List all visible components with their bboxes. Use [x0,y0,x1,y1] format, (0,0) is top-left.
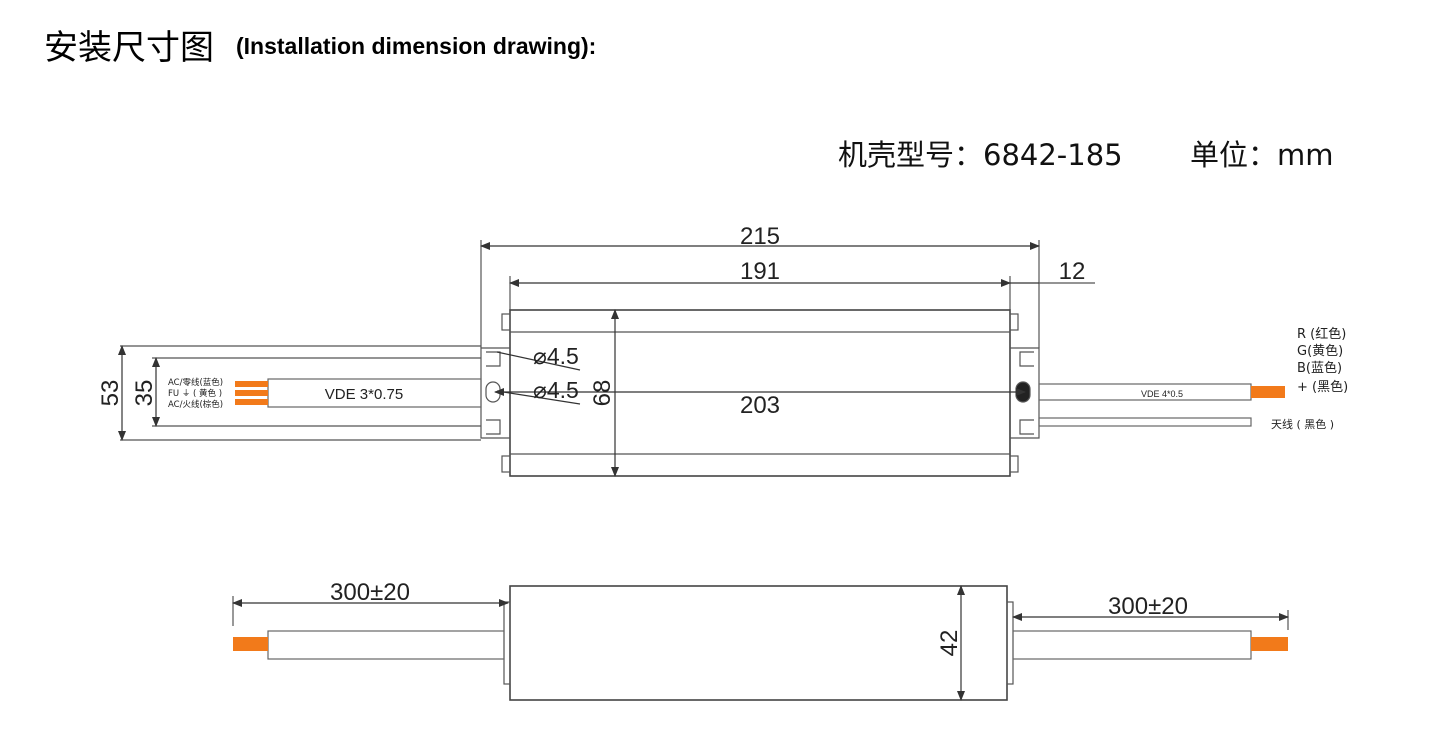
input-wire-neutral: AC/零线(蓝色) [168,377,223,388]
dim-thickness: 42 [936,630,963,657]
output-wire-plus: + (黑色) [1297,379,1348,395]
output-wire-r: R (红色) [1297,326,1346,342]
output-cable-label: VDE 4*0.5 [1141,389,1183,399]
hole-diameter-2: ⌀4.5 [533,377,579,403]
dim-overall-length: 215 [740,223,780,250]
dim-h53: 53 [97,380,124,407]
page-title-en: (Installation dimension drawing): [236,33,597,59]
unit-label: 单位：mm [1190,138,1334,172]
model-label: 机壳型号：6842-185 [838,138,1123,172]
lead-length-left: 300±20 [330,579,410,606]
dim-body-height: 68 [589,380,616,407]
output-wire-g: G(黄色) [1297,343,1343,359]
dim-body-length: 191 [740,258,780,285]
input-wire-live: AC/火线(棕色) [168,399,223,410]
dim-hole-distance: 203 [740,392,780,419]
input-cable-label: VDE 3*0.75 [325,386,403,403]
output-wire-b: B(蓝色) [1297,360,1342,376]
dim-tab-width: 12 [1059,258,1086,285]
top-view [118,240,1285,477]
antenna-label: 天线 ( 黑色 ) [1271,417,1334,431]
input-wire-ground: FU ⏚ ( 黄色 ) [168,388,222,399]
page-title-cn: 安装尺寸图 [44,28,214,68]
hole-diameter-1: ⌀4.5 [533,343,579,369]
lead-length-right: 300±20 [1108,593,1188,620]
dim-h35: 35 [131,380,158,407]
side-view [232,585,1289,701]
